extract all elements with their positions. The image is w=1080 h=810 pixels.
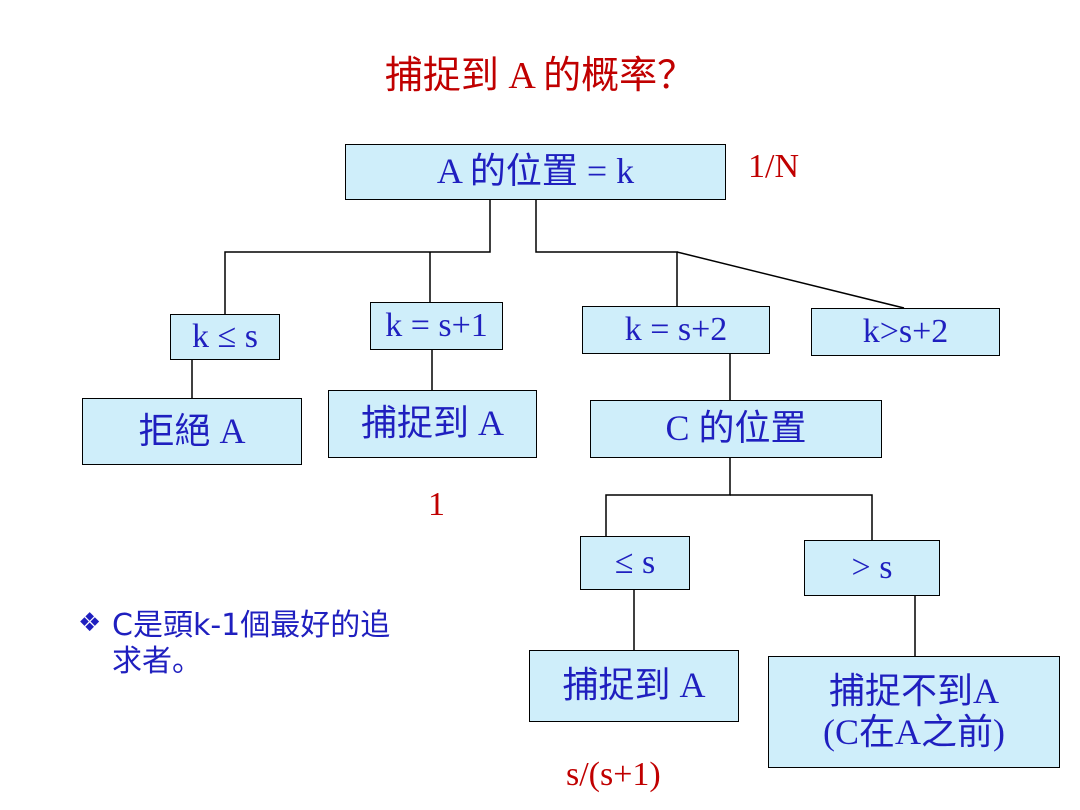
node-k-eq-s1: k = s+1 — [370, 302, 503, 350]
note-line-2: 求者。 — [112, 644, 202, 679]
diamond-bullet-icon: ❖ — [78, 608, 102, 638]
connector-c-branch — [605, 458, 731, 536]
node-k-gt-s2: k>s+2 — [811, 308, 1000, 356]
node-k-eq-s2: k = s+2 — [582, 306, 770, 354]
node-capture-a-1: 捕捉到 A — [328, 390, 537, 458]
node-k-le-s: k ≤ s — [170, 314, 280, 360]
not-capture-line-2: (C在A之前) — [823, 712, 1005, 752]
connector-root-left — [224, 200, 491, 314]
connector-root-right — [535, 200, 678, 306]
prob-capture-1: 1 — [428, 486, 445, 523]
not-capture-line-1: 捕捉不到A — [829, 670, 999, 711]
node-not-capture: 捕捉不到A (C在A之前) — [768, 656, 1060, 768]
prob-capture-2: s/(s+1) — [566, 756, 661, 793]
bullet-note: ❖ C是頭k-1個最好的追 求者。 — [78, 608, 452, 680]
node-c-position: C 的位置 — [590, 400, 882, 458]
node-capture-a-2: 捕捉到 A — [529, 650, 739, 722]
note-line-1: C是頭k-1個最好的追 — [112, 608, 391, 643]
connector-to-k-gt-s2 — [676, 251, 905, 309]
diagram-title: 捕捉到 A 的概率？ — [384, 55, 696, 97]
node-root: A 的位置 = k — [345, 144, 726, 200]
prob-root: 1/N — [748, 148, 799, 185]
connector-c-branch-right — [730, 494, 873, 540]
node-gt-s: > s — [804, 540, 940, 596]
node-reject-a: 拒絕 A — [82, 398, 302, 465]
node-le-s: ≤ s — [580, 536, 690, 590]
